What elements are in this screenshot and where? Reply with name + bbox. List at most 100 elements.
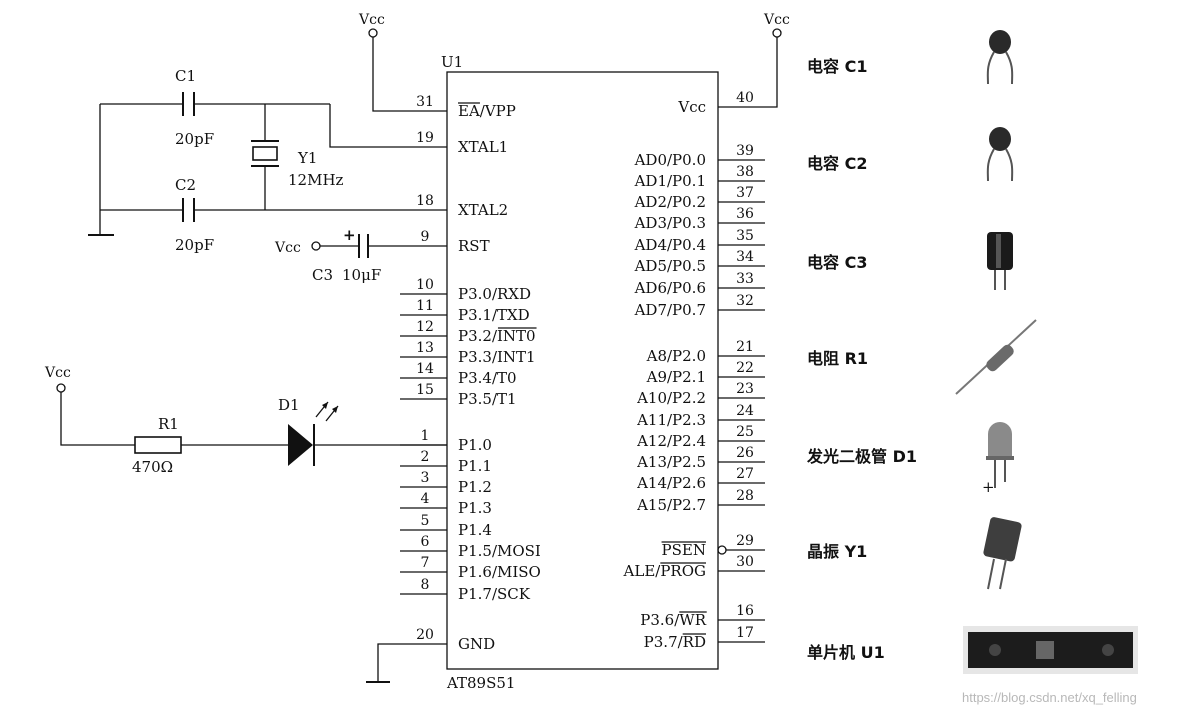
pin-name-right: A8/P2.0 — [646, 347, 706, 365]
pin-number-right: 17 — [736, 625, 754, 641]
pin-number-left: 14 — [416, 361, 434, 377]
crystal-icon — [983, 517, 1022, 590]
ground-net — [366, 643, 447, 683]
pin-name-right: AD3/P0.3 — [634, 214, 706, 232]
pin-name-left: P1.1 — [458, 457, 492, 475]
vcc-pin40-net: Vcc — [718, 12, 790, 108]
mcu-right-pins: 40Vcc39AD0/P0.038AD1/P0.137AD2/P0.236AD3… — [623, 90, 765, 651]
pin-name-right: AD4/P0.4 — [634, 236, 706, 254]
pin-name-right: A10/P2.2 — [636, 389, 706, 407]
reset-circuit: Vcc + C3 10μF — [274, 226, 447, 284]
pin-number-left: 9 — [421, 229, 430, 245]
pin-name-left: P1.6/MISO — [458, 563, 541, 581]
pin-number-right: 34 — [736, 249, 754, 265]
pin-number-left: 11 — [416, 298, 434, 314]
pin-name-right: PSEN — [662, 541, 706, 559]
oscillator-circuit: C1 20pF C2 20pF Y1 12MHz — [88, 67, 447, 254]
vcc-label-ea: Vcc — [358, 12, 385, 28]
d1-ref: D1 — [278, 396, 300, 414]
pin-name-right: A15/P2.7 — [636, 496, 706, 514]
resistor-r1: R1 470Ω — [132, 415, 182, 476]
pin-name-right: AD6/P0.6 — [634, 279, 706, 297]
microcontroller-chip-icon — [963, 626, 1138, 674]
pin-name-right: A9/P2.1 — [646, 368, 706, 386]
pin-number-right: 32 — [736, 293, 754, 309]
pin-name-right: AD0/P0.0 — [634, 151, 706, 169]
pin-number-right: 39 — [736, 143, 754, 159]
pin-name-right: AD7/P0.7 — [634, 301, 706, 319]
c1-value: 20pF — [175, 130, 214, 148]
pin-number-right: 28 — [736, 488, 754, 504]
pin-name-left: RST — [458, 237, 490, 255]
pin-number-right: 37 — [736, 185, 754, 201]
pin-name-right: Vcc — [677, 98, 706, 116]
ceramic-capacitor-icon — [986, 127, 1014, 182]
pin-name-left: P1.3 — [458, 499, 492, 517]
led-d1: D1 — [278, 396, 339, 466]
pin-name-right: ALE/PROG — [623, 562, 706, 580]
pin-name-left: XTAL1 — [458, 138, 508, 156]
led-circuit: Vcc R1 470Ω D1 — [44, 365, 447, 476]
mcu-part-label: AT89S51 — [446, 674, 515, 692]
pin-name-left: P1.5/MOSI — [458, 542, 541, 560]
pin-number-right: 35 — [736, 228, 754, 244]
pin-number-left: 19 — [416, 130, 434, 146]
pin-name-right: A14/P2.6 — [636, 474, 706, 492]
legend-label: 电阻 R1 — [807, 349, 868, 368]
r1-value: 470Ω — [132, 458, 173, 476]
pin-name-left: GND — [458, 635, 495, 653]
pin-name-left: P1.2 — [458, 478, 492, 496]
pin-number-left: 8 — [421, 577, 430, 593]
pin-name-right: AD2/P0.2 — [634, 193, 706, 211]
pin-number-right: 22 — [736, 360, 754, 376]
pin-name-left: XTAL2 — [458, 201, 508, 219]
legend-label: 电容 C1 — [807, 57, 867, 76]
legend-label: 发光二极管 D1 — [806, 447, 917, 466]
pin-name-left: P1.0 — [458, 436, 492, 454]
pin-number-left: 10 — [416, 277, 434, 293]
mcu-ref-label: U1 — [441, 53, 463, 71]
pin-number-left: 5 — [421, 513, 430, 529]
pin-number-right: 29 — [736, 533, 754, 549]
pin-name-right: P3.6/WR — [640, 611, 706, 629]
pin-number-left: 31 — [416, 94, 434, 110]
pin-number-left: 18 — [416, 193, 434, 209]
pin-number-left: 13 — [416, 340, 434, 356]
pin-number-left: 3 — [421, 470, 430, 486]
pin-name-right: AD5/P0.5 — [634, 257, 706, 275]
vcc-label-led: Vcc — [44, 365, 71, 381]
pin-number-right: 36 — [736, 206, 754, 222]
pin-number-right: 21 — [736, 339, 754, 355]
legend-label: 电容 C2 — [807, 154, 867, 173]
c3-polarity-mark: + — [343, 226, 356, 244]
pin-name-right: P3.7/RD — [644, 633, 706, 651]
vcc-label-rst: Vcc — [274, 240, 301, 256]
pin-number-left: 7 — [421, 555, 430, 571]
pin-name-left: P1.7/SCK — [458, 585, 531, 603]
pin-name-left: P3.1/TXD — [458, 306, 530, 324]
y1-ref: Y1 — [297, 149, 317, 167]
pin-number-right: 23 — [736, 381, 754, 397]
pin-number-left: 15 — [416, 382, 434, 398]
crystal-y1: Y1 12MHz — [251, 104, 344, 210]
pin-number-right: 25 — [736, 424, 754, 440]
pin-name-right: A13/P2.5 — [636, 453, 706, 471]
capacitor-c2: C2 20pF — [175, 176, 214, 254]
pin-name-left: EA/VPP — [458, 102, 516, 120]
legend-label: 晶振 Y1 — [807, 542, 867, 561]
pin-number-left: 6 — [421, 534, 430, 550]
led-polarity-mark: + — [982, 478, 995, 496]
c3-value: 10μF — [342, 266, 381, 284]
resistor-icon — [955, 319, 1037, 395]
watermark: https://blog.csdn.net/xq_felling — [962, 690, 1137, 705]
pin-name-left: P3.2/INT0 — [458, 327, 536, 345]
led-icon: + — [982, 422, 1014, 496]
mcu-body — [446, 71, 719, 670]
r1-ref: R1 — [158, 415, 179, 433]
pin-name-left: P3.4/T0 — [458, 369, 517, 387]
pin-number-right: 24 — [736, 403, 754, 419]
legend-label: 单片机 U1 — [807, 643, 885, 662]
